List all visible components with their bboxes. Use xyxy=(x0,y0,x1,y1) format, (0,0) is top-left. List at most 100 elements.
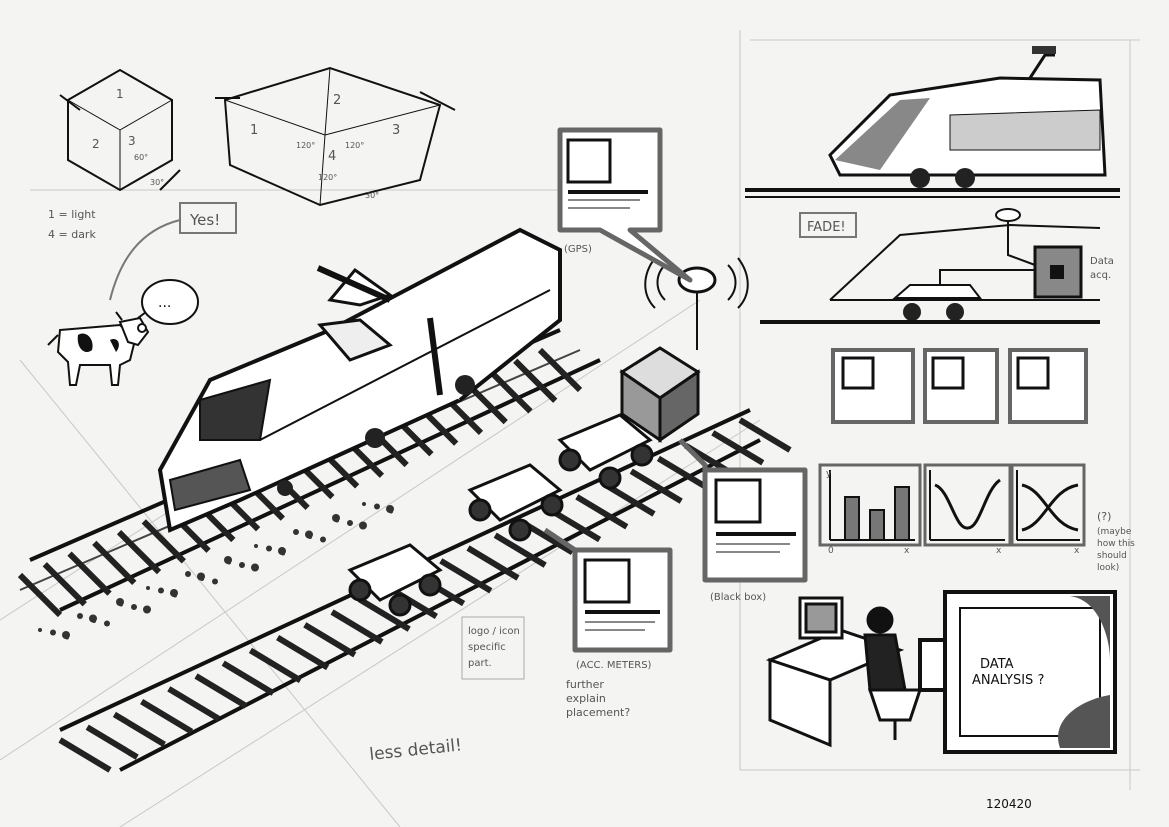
sleeper xyxy=(58,737,112,773)
graph-panels xyxy=(818,463,1086,547)
gravel-stone xyxy=(254,544,258,548)
gravel-stone xyxy=(104,620,110,627)
gravel-stone xyxy=(293,529,299,535)
graph-note-4: should xyxy=(1097,551,1127,561)
gravel-stone xyxy=(146,586,150,590)
logo-note-3: part. xyxy=(468,658,492,669)
sleeper xyxy=(303,622,357,658)
sleeper xyxy=(575,494,629,530)
yes-note-box xyxy=(179,202,237,234)
small-hex-face-3: 3 xyxy=(128,134,136,148)
gravel-stone xyxy=(200,577,204,581)
large-hex-angle-4: 30° xyxy=(365,191,379,200)
cow-illustration xyxy=(47,311,150,386)
gravel-stone xyxy=(359,521,367,530)
sleeper xyxy=(711,430,765,466)
train-illustration xyxy=(157,227,562,533)
sleeper xyxy=(488,369,533,414)
gravel-stone xyxy=(308,535,312,539)
logo-note-box xyxy=(461,616,525,680)
sketch-date: 120420 xyxy=(986,797,1032,811)
gravel-stone xyxy=(251,563,259,572)
fade-note: FADE! xyxy=(807,220,846,235)
further-explain-3: placement? xyxy=(566,706,630,719)
ballast-gravel xyxy=(38,502,394,640)
graph2-x-label: x xyxy=(996,546,1002,556)
fade-note-box xyxy=(799,212,857,238)
less-detail-note: less detail! xyxy=(368,735,462,765)
sleeper xyxy=(116,530,162,575)
gravel-stone xyxy=(239,562,245,568)
large-hex-angle-3: 120° xyxy=(318,173,337,182)
gravel-stone xyxy=(92,619,96,623)
workstation-illustration xyxy=(765,596,923,748)
sleeper xyxy=(112,711,166,747)
gravel-stone xyxy=(362,502,366,506)
accelerometer-callout xyxy=(543,527,673,653)
data-acq-1: Data xyxy=(1090,256,1114,267)
sleeper xyxy=(140,699,194,735)
gps-label: (GPS) xyxy=(564,244,592,255)
sleeper xyxy=(248,647,302,683)
small-hex-face-1: 1 xyxy=(116,87,124,101)
gps-antenna-icon xyxy=(644,257,749,350)
sleeper xyxy=(167,686,221,722)
logo-note-2: specific xyxy=(468,642,506,653)
sleeper xyxy=(276,635,330,671)
sleeper xyxy=(141,519,186,564)
hex-legend-light: 1 = light xyxy=(48,208,96,221)
sleeper xyxy=(17,572,63,618)
bogie-sensor-3 xyxy=(557,413,654,490)
gravel-stone xyxy=(335,518,339,523)
bogie-sensor-1 xyxy=(347,543,443,617)
small-hex-angle-1: 60° xyxy=(134,153,148,162)
data-analysis-screen xyxy=(943,590,1117,754)
cow-thought-dot xyxy=(137,323,147,333)
sleeper xyxy=(738,417,792,453)
large-hex-angle-1: 120° xyxy=(296,141,315,150)
sleeper xyxy=(656,455,710,491)
gravel-stone xyxy=(50,629,56,636)
gravel-stone xyxy=(77,613,83,619)
large-hex-face-1: 2 xyxy=(333,93,341,108)
small-hex-face-2: 2 xyxy=(92,137,100,151)
large-hex-face-2: 1 xyxy=(250,123,258,138)
ghost-train-data-acq xyxy=(760,208,1101,324)
large-hex-face-3: 3 xyxy=(392,123,400,138)
gravel-stone xyxy=(65,635,69,640)
cow-speech-bubble xyxy=(141,279,199,325)
perspective-grid xyxy=(0,30,1140,827)
sleeper xyxy=(42,562,87,607)
gravel-stone xyxy=(374,503,380,510)
gravel-stone xyxy=(212,578,218,585)
graph-note-2: (maybe xyxy=(1097,527,1132,537)
sleeper xyxy=(85,724,139,760)
gravel-stone xyxy=(389,509,393,514)
accelerometer-label: (ACC. METERS) xyxy=(576,660,652,671)
side-view-train xyxy=(745,46,1120,198)
graph1-y-label: y xyxy=(826,469,832,479)
small-hexagon-diagram xyxy=(59,68,181,192)
cow-speech-text: ... xyxy=(158,295,171,311)
sleeper xyxy=(67,551,112,596)
yes-note: Yes! xyxy=(189,211,220,229)
logo-note-1: logo / icon xyxy=(468,626,520,637)
sleeper xyxy=(330,609,384,645)
gravel-stone xyxy=(266,545,272,552)
sleeper xyxy=(92,540,137,585)
small-hex-angle-2: 30° xyxy=(150,178,164,187)
further-explain-1: further xyxy=(566,678,604,691)
sleeper xyxy=(194,673,248,709)
gravel-stone xyxy=(131,604,137,610)
sensor-callout-icons xyxy=(841,356,1050,390)
graph-note-3: how this xyxy=(1097,539,1135,549)
hex-legend-dark: 4 = dark xyxy=(48,228,96,241)
sleeper xyxy=(629,468,683,504)
black-box-cube xyxy=(619,346,701,443)
graph-dip-curve xyxy=(934,478,1001,530)
sleeper xyxy=(493,532,547,568)
gravel-stone xyxy=(38,628,42,632)
sleeper xyxy=(221,660,275,696)
gravel-stone xyxy=(347,520,353,526)
